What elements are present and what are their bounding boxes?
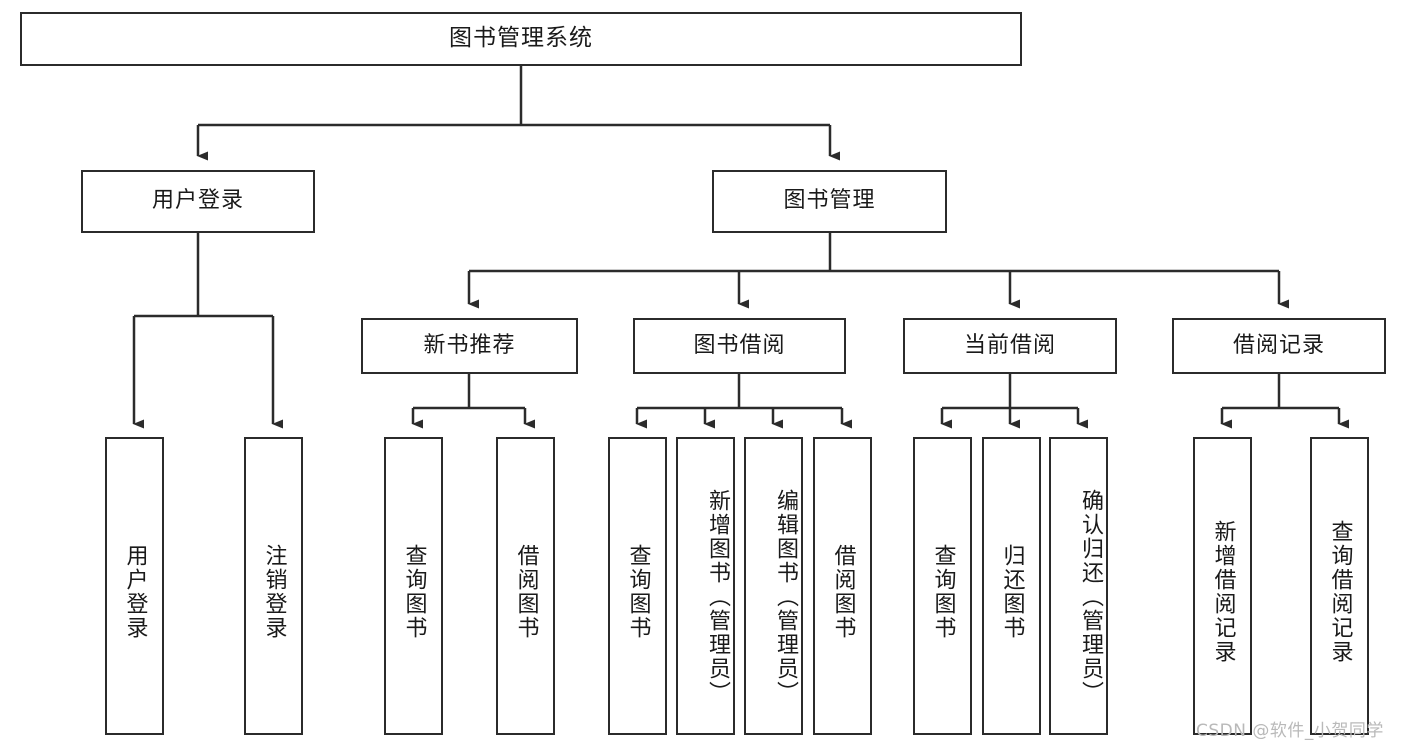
leaf-label: 归还图书 (999, 544, 1025, 640)
node-book-management[interactable]: 图书管理 (712, 170, 947, 233)
leaf-label: 编辑图书（管理员） (773, 489, 798, 705)
node-user-login-label: 用户登录 (151, 188, 244, 214)
leaf-user-login-login[interactable]: 用户登录 (105, 437, 164, 735)
node-borrow-record-label: 借阅记录 (1232, 332, 1325, 358)
leaf-label: 新增借阅记录 (1210, 520, 1236, 664)
node-new-book-recommend-label: 新书推荐 (423, 332, 516, 358)
leaf-borrow-record-add-record[interactable]: 新增借阅记录 (1193, 437, 1252, 735)
leaf-current-borrow-confirm-return-admin[interactable]: 确认归还（管理员） (1049, 437, 1108, 735)
csdn-watermark: CSDN @软件_小贺同学 (1196, 721, 1384, 741)
leaf-label: 查询图书 (625, 544, 651, 640)
leaf-new-book-borrow-book[interactable]: 借阅图书 (496, 437, 555, 735)
leaf-book-borrow-edit-book-admin[interactable]: 编辑图书（管理员） (744, 437, 803, 735)
leaf-label: 查询借阅记录 (1327, 520, 1353, 664)
leaf-label: 借阅图书 (513, 544, 539, 640)
node-current-borrow[interactable]: 当前借阅 (903, 318, 1117, 374)
leaf-book-borrow-borrow-book[interactable]: 借阅图书 (813, 437, 872, 735)
leaf-label: 注销登录 (261, 544, 287, 640)
leaf-new-book-query-book[interactable]: 查询图书 (384, 437, 443, 735)
node-user-login[interactable]: 用户登录 (81, 170, 315, 233)
leaf-user-login-logout[interactable]: 注销登录 (244, 437, 303, 735)
leaf-label: 新增图书（管理员） (705, 489, 730, 705)
leaf-current-borrow-return-book[interactable]: 归还图书 (982, 437, 1041, 735)
node-borrow-record[interactable]: 借阅记录 (1172, 318, 1386, 374)
leaf-label: 确认归还（管理员） (1078, 489, 1103, 705)
leaf-book-borrow-add-book-admin[interactable]: 新增图书（管理员） (676, 437, 735, 735)
leaf-book-borrow-query-book[interactable]: 查询图书 (608, 437, 667, 735)
node-root[interactable]: 图书管理系统 (20, 12, 1022, 66)
node-root-label: 图书管理系统 (449, 25, 593, 52)
node-book-management-label: 图书管理 (783, 188, 876, 214)
node-current-borrow-label: 当前借阅 (963, 332, 1056, 358)
leaf-label: 借阅图书 (830, 544, 856, 640)
leaf-label: 查询图书 (401, 544, 427, 640)
leaf-current-borrow-query-book[interactable]: 查询图书 (913, 437, 972, 735)
leaf-borrow-record-query-record[interactable]: 查询借阅记录 (1310, 437, 1369, 735)
node-book-borrow-label: 图书借阅 (693, 332, 786, 358)
leaf-label: 查询图书 (930, 544, 956, 640)
node-new-book-recommend[interactable]: 新书推荐 (361, 318, 578, 374)
leaf-label: 用户登录 (122, 544, 148, 640)
node-book-borrow[interactable]: 图书借阅 (633, 318, 846, 374)
